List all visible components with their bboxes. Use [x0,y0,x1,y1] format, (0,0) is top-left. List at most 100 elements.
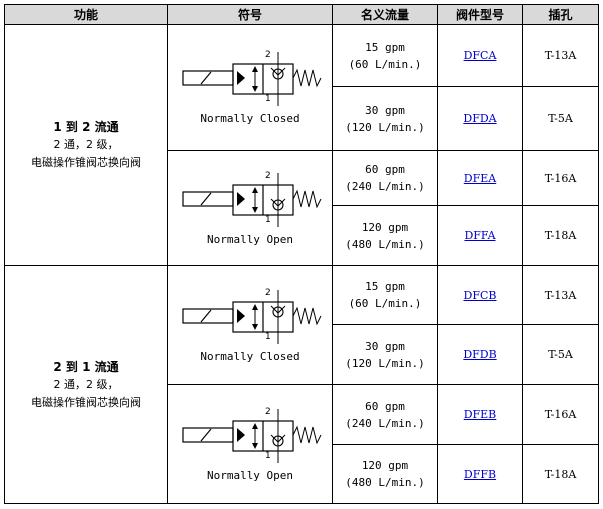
valve-model-link[interactable]: DFCA [463,49,497,62]
flow-lpm: (480 L/min.) [345,237,425,251]
valve-model-link[interactable]: DFCB [463,288,497,302]
solenoid-slash [200,71,212,85]
flow-lpm: (240 L/min.) [345,180,425,193]
nominal-flow-cell: 60 gpm (240 L/min.) [332,150,438,206]
flow-lpm: (120 L/min.) [345,356,425,370]
flow-gpm: 120 gpm [361,220,409,234]
pilot-arrow [237,191,245,206]
symbol-caption: Normally Open [206,232,294,246]
symbol-caption: Normally Closed [200,349,300,363]
pilot-arrow [237,427,245,442]
valve-model-link[interactable]: DFFB [463,467,497,481]
flow-lpm: (60 L/min.) [348,57,422,71]
flow-arrow-up [252,303,258,310]
flow-arrow-down [252,442,258,449]
function-cell: 1 到 2 流通 2 通，2 级， 电磁操作锥阀芯换向阀 [4,24,168,266]
function-ports-stages: 2 通，2 级， [53,377,119,391]
table-row: 30 gpm (120 L/min.) DFDA T-5A [5,86,599,151]
solenoid-slash [200,428,212,441]
symbol-caption: Normally Closed [200,112,300,125]
nominal-flow-cell: 60 gpm(240 L/min.) [332,384,438,445]
cavity-cell: T-16A [522,384,599,445]
function-description: 电磁操作锥阀芯换向阀 [31,395,141,409]
function-ports-stages: 2 通，2 级， [53,138,119,151]
table-row: 120 gpm(480 L/min.) DFFB T-18A [5,444,599,504]
valve-model-cell: DFDB [437,324,523,385]
valve-model-cell: DFEA [437,150,523,206]
port-label-top: 2 [265,406,271,417]
return-spring [292,306,322,325]
cavity-cell: T-18A [522,444,599,504]
flow-gpm: 30 gpm [365,103,405,117]
flow-arrow-down [252,206,258,213]
valve-model-link[interactable]: DFEA [463,171,497,185]
solenoid-slash [200,192,212,205]
valve-model-link[interactable]: DFDA [463,112,497,125]
header-valve-model: 阀件型号 [437,4,523,25]
function-title: 1 到 2 流通 [53,120,119,134]
valve-model-cell: DFEB [437,384,523,445]
header-symbol: 符号 [167,4,333,25]
flow-gpm: 30 gpm [365,339,405,353]
function-description: 电磁操作锥阀芯换向阀 [31,156,141,169]
cavity-cell: T-13A [522,24,599,87]
flow-arrow-up [252,66,258,72]
solenoid-box [182,190,234,207]
normally-closed-valve-symbol [182,289,322,344]
nominal-flow-cell: 120 gpm (480 L/min.) [332,205,438,266]
nominal-flow-cell: 15 gpm(60 L/min.) [332,265,438,325]
valve-model-link[interactable]: DFFA [464,229,496,242]
valve-model-cell: DFCB [437,265,523,325]
cavity-cell: T-5A [522,324,599,385]
port-label-top: 2 [265,287,271,298]
flow-gpm: 120 gpm [361,459,409,472]
flow-lpm: (120 L/min.) [345,120,425,134]
port-label-bottom: 1 [265,331,271,342]
cavity-cell: T-16A [522,150,599,206]
nominal-flow-cell: 120 gpm(480 L/min.) [332,444,438,504]
solenoid-box [182,70,234,86]
flow-gpm: 60 gpm [365,163,405,176]
flow-gpm: 60 gpm [365,399,405,413]
port-label-top: 2 [265,50,271,60]
header-cavity: 插孔 [522,4,599,25]
valve-model-link[interactable]: DFDB [463,348,497,361]
port-label-bottom: 1 [265,214,271,225]
flow-arrow-down [252,323,258,330]
flow-arrow-up [252,186,258,193]
function-cell: 2 到 1 流通 2 通，2 级， 电磁操作锥阀芯换向阀 [4,265,168,504]
function-title: 2 到 1 流通 [53,359,119,374]
header-function: 功能 [4,4,168,25]
table-row: 30 gpm (120 L/min.) DFDB T-5A [5,324,599,385]
header-row: 功能 符号 名义流量 阀件型号 插孔 [4,4,599,25]
flow-gpm: 15 gpm [365,40,405,54]
port-label-bottom: 1 [265,94,271,104]
cavity-cell: T-5A [522,86,599,151]
valve-model-cell: DFDA [437,86,523,151]
solenoid-box [182,426,234,443]
normally-open-valve-symbol [182,408,322,463]
valve-model-link[interactable]: DFEB [463,408,497,421]
port-label-bottom: 1 [265,450,271,461]
return-spring [292,68,322,88]
solenoid-box [182,307,234,324]
valve-model-cell: DFFB [437,444,523,504]
flow-arrow-up [252,422,258,429]
return-spring [292,425,322,444]
valve-spec-table: 功能 符号 名义流量 阀件型号 插孔 1 到 2 流通 2 通，2 级， 电磁操作锥… [4,4,599,504]
pilot-arrow [237,308,245,323]
normally-open-valve-symbol [182,172,322,227]
return-spring [292,189,322,208]
port-label-top: 2 [265,170,271,181]
pilot-arrow [237,71,245,85]
cavity-cell: T-13A [522,265,599,325]
solenoid-slash [200,309,212,322]
flow-gpm: 15 gpm [365,280,405,293]
